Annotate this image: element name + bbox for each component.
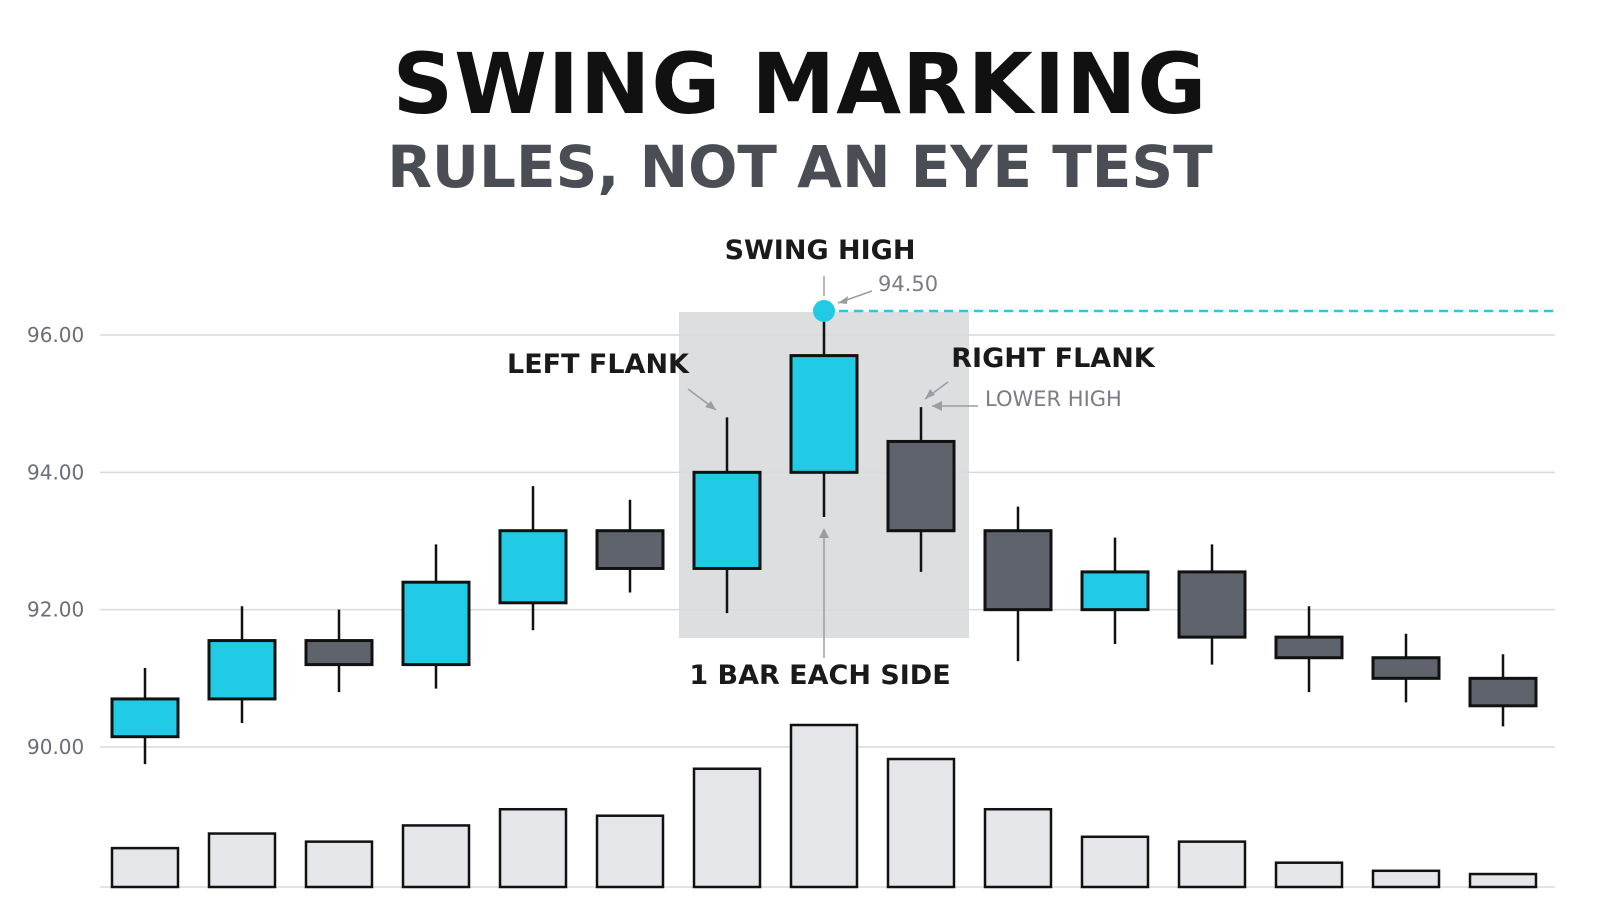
swing-value-label: 94.50 xyxy=(878,272,938,296)
candle-body xyxy=(1468,676,1538,708)
volume-bar xyxy=(401,824,471,889)
y-tick-label: 90.00 xyxy=(27,735,84,759)
swing-high-marker xyxy=(813,299,835,322)
lower-high-label: LOWER HIGH xyxy=(985,387,1122,411)
volume-bar xyxy=(886,757,956,889)
volume-bar xyxy=(498,807,568,889)
volume-bar xyxy=(983,807,1053,889)
candle-body xyxy=(304,639,374,667)
volume-bar xyxy=(595,814,665,889)
candle-body xyxy=(110,697,180,739)
candle-body xyxy=(401,580,471,667)
volume-bar xyxy=(1371,869,1441,889)
candle-body xyxy=(1177,570,1247,639)
candle-body xyxy=(498,529,568,605)
volume-bar xyxy=(692,767,762,889)
volume-bar xyxy=(207,832,277,889)
volume-bar xyxy=(789,723,859,889)
right-flank-label: RIGHT FLANK xyxy=(951,343,1156,374)
candle-body xyxy=(1080,570,1150,612)
chart-title: SWING MARKING xyxy=(392,35,1208,133)
candles-layer xyxy=(110,314,1538,765)
volume-layer xyxy=(110,723,1538,889)
candle-body xyxy=(1274,635,1344,660)
volume-bar xyxy=(1274,861,1344,889)
y-tick-label: 94.00 xyxy=(27,460,84,484)
candle-body xyxy=(692,470,762,570)
candle-body xyxy=(983,529,1053,612)
each-side-label: 1 BAR EACH SIDE xyxy=(689,660,950,691)
candle-body xyxy=(1371,656,1441,680)
y-tick-label: 96.00 xyxy=(27,323,84,347)
each-side-arrowhead xyxy=(819,528,829,538)
volume-bar xyxy=(110,846,180,889)
left-flank-label: LEFT FLANK xyxy=(507,349,690,380)
volume-bar xyxy=(1468,872,1538,889)
candle-body xyxy=(595,529,665,570)
candle-body xyxy=(886,439,956,533)
left-flank-arrowhead xyxy=(705,401,716,410)
y-tick-label: 92.00 xyxy=(27,598,84,622)
volume-bar xyxy=(1080,835,1150,889)
right-flank-arrowhead xyxy=(925,389,935,399)
swing-value-arrowhead xyxy=(838,296,848,304)
candle-body xyxy=(207,639,277,701)
annotations-layer: SWING HIGH 94.50 LEFT FLANK RIGHT FLANK … xyxy=(507,235,1156,691)
chart-subtitle: RULES, NOT AN EYE TEST xyxy=(387,133,1213,201)
candle-body xyxy=(789,354,859,474)
volume-bar xyxy=(1177,840,1247,889)
swing-high-label: SWING HIGH xyxy=(725,235,916,266)
volume-bar xyxy=(304,840,374,889)
lower-high-arrowhead xyxy=(932,401,942,411)
